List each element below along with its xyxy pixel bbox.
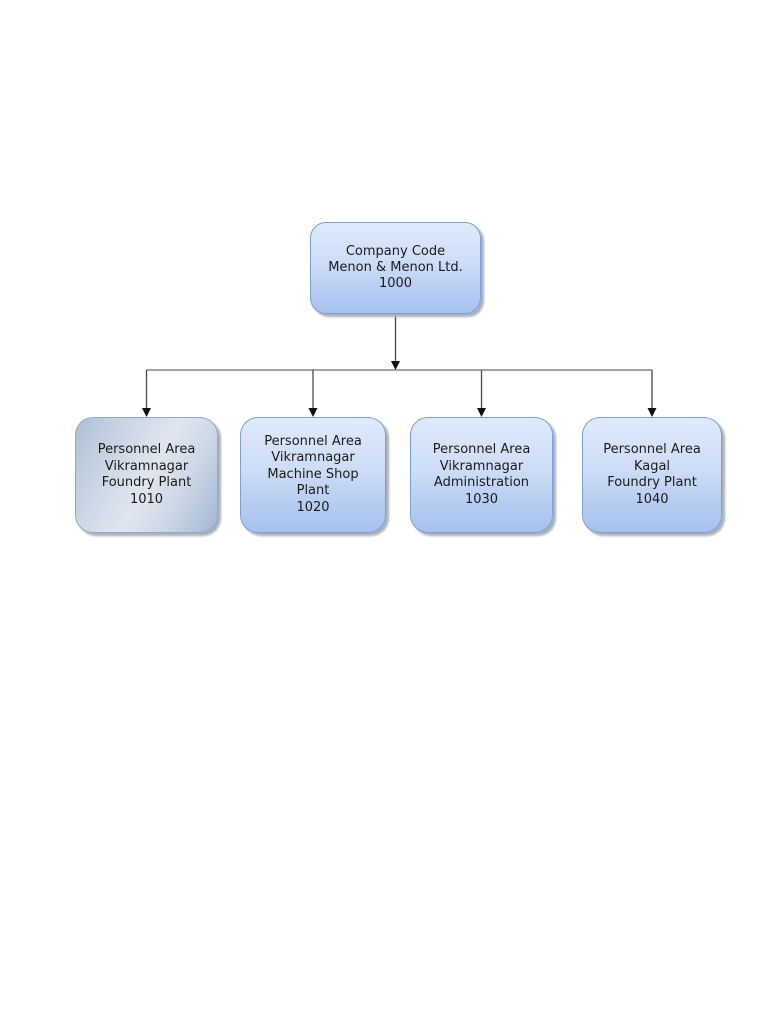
node-text-line: Personnel Area (603, 442, 701, 457)
org-node-personnel-area-1010[interactable]: Personnel Area Vikramnagar Foundry Plant… (75, 417, 218, 533)
node-code: 1030 (464, 491, 499, 507)
node-text-line: Foundry Plant (607, 475, 697, 490)
node-code: 1000 (378, 276, 413, 291)
node-text-line: Personnel Area (97, 442, 196, 457)
org-node-personnel-area-1030[interactable]: Personnel Area Vikramnagar Administratio… (410, 417, 553, 533)
arrowhead-icon (142, 408, 151, 417)
node-code: 1040 (635, 491, 669, 507)
node-text-line: Menon & Menon Ltd. (328, 260, 463, 275)
node-text-line: Vikramnagar (439, 458, 524, 474)
node-text-line: Foundry Plant (101, 475, 192, 490)
node-text-line: Company Code (345, 244, 446, 259)
node-text-line: Administration (433, 475, 530, 490)
arrowhead-icon (391, 361, 400, 370)
arrowhead-icon (647, 408, 657, 417)
org-node-personnel-area-1020[interactable]: Personnel Area Vikramnagar Machine Shop … (240, 417, 386, 533)
org-node-company-code-1000[interactable]: Company Code Menon & Menon Ltd. 1000 (310, 222, 481, 314)
node-text-line: Personnel Area (432, 442, 531, 457)
node-text-line: Vikramnagar (271, 450, 355, 466)
node-code: 1020 (296, 499, 330, 515)
node-text-line: Machine Shop (267, 466, 359, 482)
node-text-line: Personnel Area (264, 433, 362, 449)
org-node-personnel-area-1040[interactable]: Personnel Area Kagal Foundry Plant 1040 (582, 417, 722, 533)
node-text-line: Vikramnagar (104, 458, 189, 474)
arrowhead-icon (308, 408, 318, 417)
node-text-line: Plant (296, 483, 330, 499)
node-code: 1010 (129, 491, 164, 507)
node-text-line: Kagal (633, 458, 671, 474)
arrowhead-icon (477, 408, 486, 417)
